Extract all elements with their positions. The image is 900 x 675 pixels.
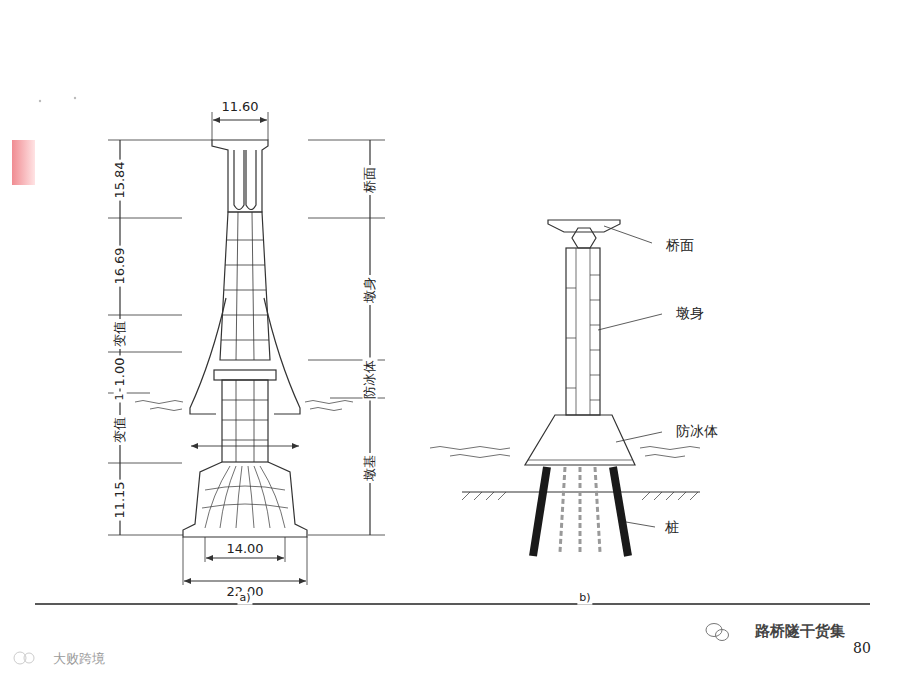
page-number: 80 [851, 640, 873, 656]
watermark: 大败跨境 [51, 652, 107, 667]
part-name: 防冰体 [363, 358, 378, 401]
part-name: 桥面 [664, 237, 696, 253]
dimension-text: 变值 [113, 415, 128, 445]
part-name: 防冰体 [674, 423, 720, 439]
figure-label: b) [577, 592, 592, 605]
part-name: 桩 [663, 519, 681, 535]
dimension-text: 16.69 [113, 245, 128, 286]
dimension-text: 15.84 [113, 159, 128, 200]
part-name: 墩身 [363, 275, 378, 305]
dimension-text: 11.60 [219, 100, 260, 115]
dimension-text: 1.00 [113, 356, 128, 389]
dimension-text: 14.00 [224, 542, 265, 557]
dimension-text: 1 [114, 392, 127, 403]
dimension-text: 变值 [113, 319, 128, 349]
dimension-text: 11.15 [113, 479, 128, 520]
figure-label: a) [237, 592, 252, 605]
watermark: 路桥隧干货集 [753, 623, 847, 640]
part-name: 桥面 [363, 165, 378, 195]
part-name: 墩基 [363, 453, 378, 483]
part-name: 墩身 [674, 305, 706, 321]
